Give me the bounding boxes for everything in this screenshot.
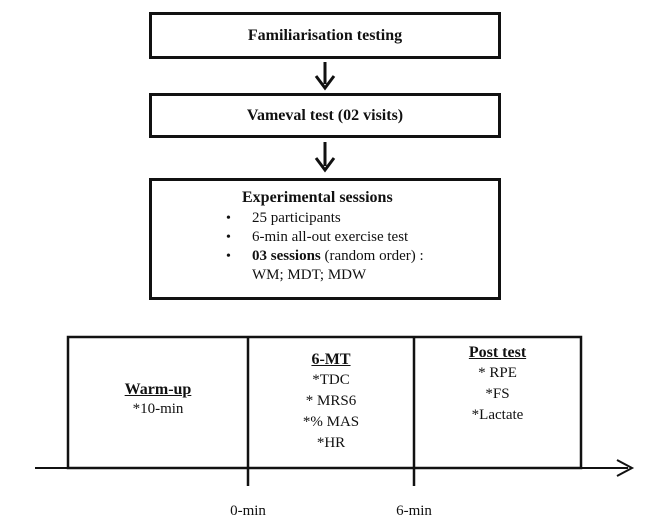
familiarisation-label: Familiarisation testing [247,26,403,44]
phase-item-6mt-hr: *HR [316,435,346,451]
phase-title-warmup: Warm-up [124,381,192,398]
list-item-text: (random order) : [320,248,424,264]
experimental-sessions-list: • 25 participants • 6-min all-out exerci… [224,209,424,285]
list-item-bold: 03 sessions [252,248,321,264]
phase-item-6mt-mrs6: * MRS6 [305,393,357,409]
familiarisation-box: Familiarisation testing [149,12,501,59]
phase-item-6mt-mas: *% MAS [302,414,360,430]
phase-item-posttest-rpe: * RPE [478,365,517,381]
list-item-text: 6-min all-out exercise test [252,229,409,245]
bullet-icon: • [226,249,231,264]
phase-title-posttest: Post test [468,344,527,361]
time-axis-head [616,459,635,477]
timeline-mark-0min: 0-min [230,503,266,519]
list-item: • 25 participants [224,209,424,228]
vameval-label: Vameval test (02 visits) [246,106,404,124]
vameval-box: Vameval test (02 visits) [149,93,501,138]
arrow-2-head [314,157,336,173]
arrow-1-head [314,75,336,91]
experimental-sessions-box: Experimental sessions • 25 participants … [149,178,501,300]
phase-item-posttest-lactate: *Lactate [471,407,524,423]
phase-title-6mt: 6-MT [311,351,351,368]
bullet-icon: • [226,230,231,245]
list-item: • 03 sessions (random order) : [224,247,424,266]
list-item-text: 25 participants [252,210,341,226]
phase-item-posttest-fs: *FS [485,386,510,402]
experimental-sessions-title: Experimental sessions [242,189,393,206]
list-item: • 6-min all-out exercise test [224,228,424,247]
phase-item-6mt-tdc: *TDC [312,372,350,388]
bullet-icon: • [226,211,231,226]
timeline-mark-6min: 6-min [396,503,432,519]
list-item-continuation: WM; MDT; MDW [252,267,367,283]
phase-item-warmup: *10-min [132,401,184,417]
